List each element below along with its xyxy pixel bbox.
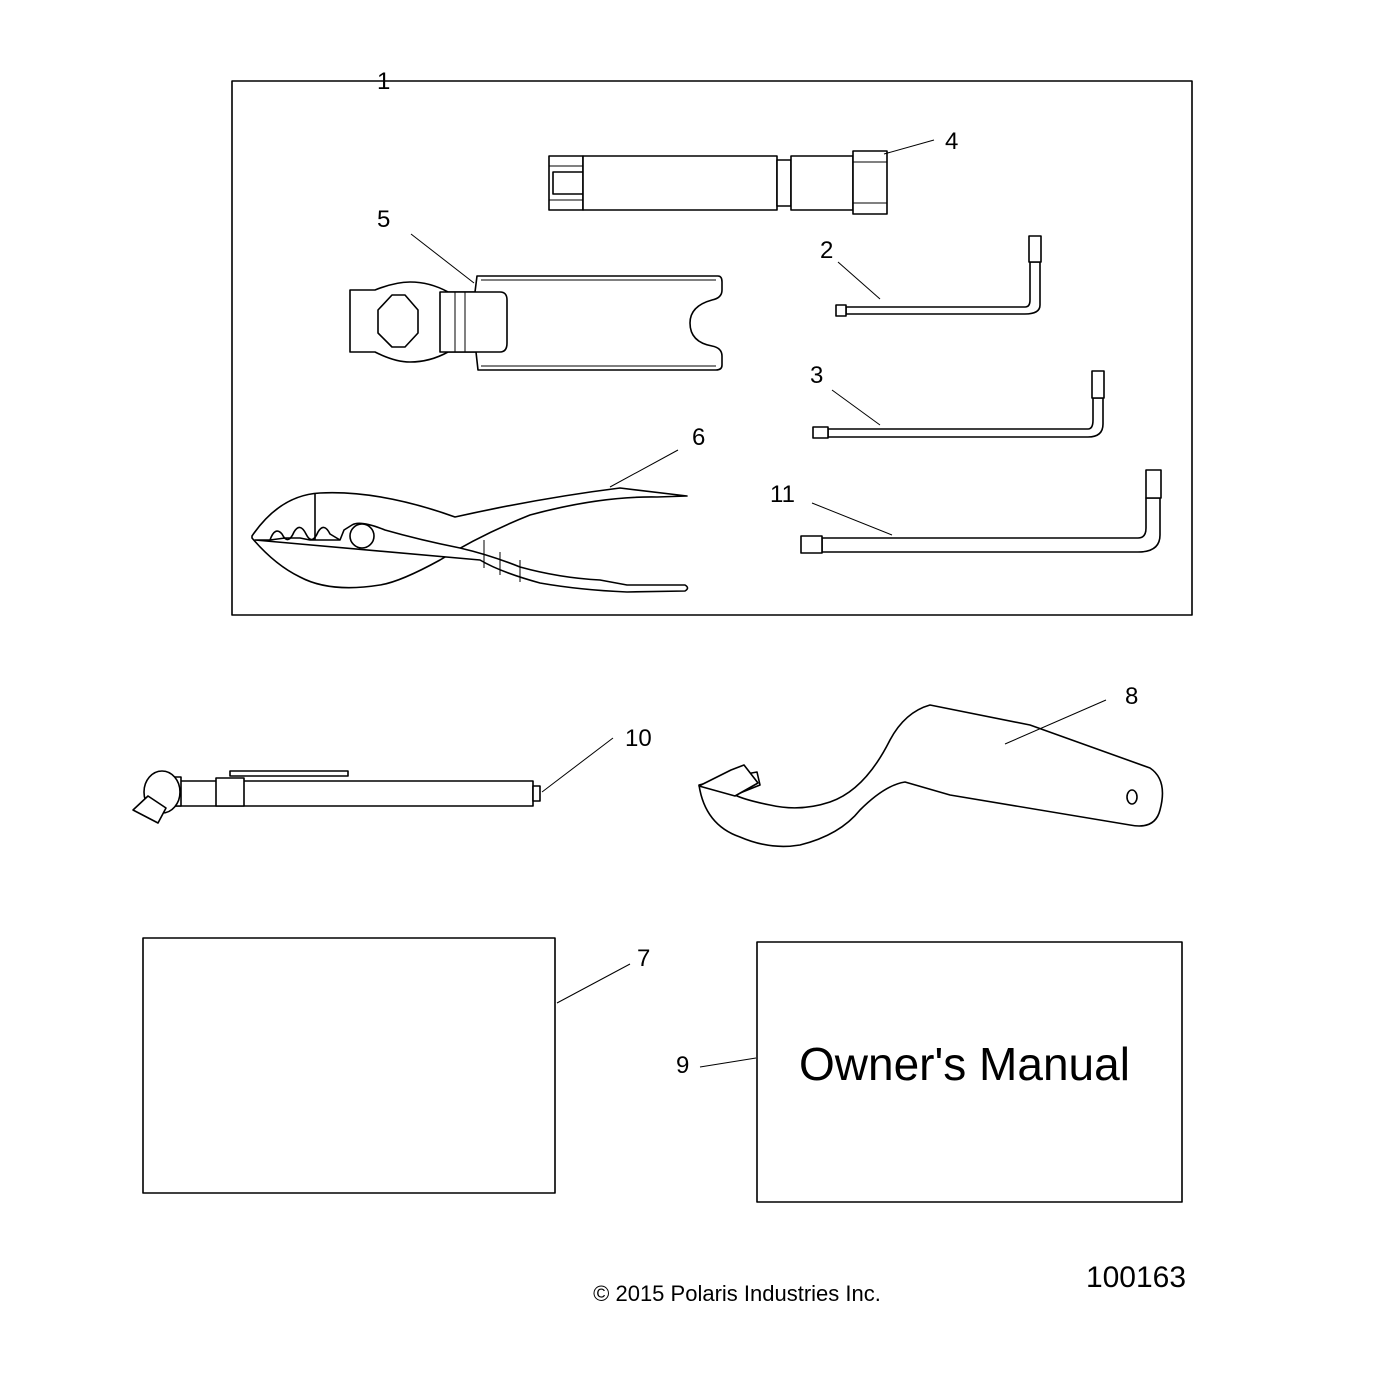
callout-7: 7 [637, 945, 650, 972]
leader-8 [1004, 699, 1107, 745]
copyright-notice: © 2015 Polaris Industries Inc. [593, 1281, 881, 1306]
callout-10: 10 [625, 725, 652, 752]
callout-2: 2 [820, 237, 833, 264]
leader-4 [883, 139, 935, 155]
tool-kit-box [231, 80, 1193, 616]
leader-7 [556, 963, 631, 1004]
leader-10 [541, 737, 614, 793]
callout-9: 9 [676, 1052, 689, 1079]
wrench-part [349, 275, 723, 371]
callout-8: 8 [1125, 683, 1138, 710]
owners-manual-title: Owner's Manual [799, 1038, 1130, 1090]
leader-6 [609, 449, 679, 488]
leader-5 [410, 233, 475, 284]
callout-5: 5 [377, 206, 390, 233]
tool-part-10 [132, 770, 541, 824]
leader-9 [699, 1057, 757, 1068]
callout-6: 6 [692, 424, 705, 451]
spanner-wrench-part [698, 704, 1164, 848]
callout-3: 3 [810, 362, 823, 389]
owners-manual-part [756, 941, 1183, 1203]
document-part-7 [142, 937, 556, 1194]
pliers-part [251, 487, 689, 593]
hex-key-part-2 [835, 235, 1042, 317]
leader-11 [811, 502, 893, 536]
hex-key-part-11 [800, 469, 1162, 554]
spark-plug-socket-part [548, 150, 888, 215]
callout-11: 11 [770, 481, 795, 508]
hex-key-part-3 [812, 370, 1105, 439]
callout-1: 1 [377, 68, 390, 95]
callout-4: 4 [945, 128, 958, 155]
leader-3 [831, 389, 881, 426]
diagram-number: 100163 [1086, 1261, 1186, 1294]
leader-2 [837, 261, 881, 300]
